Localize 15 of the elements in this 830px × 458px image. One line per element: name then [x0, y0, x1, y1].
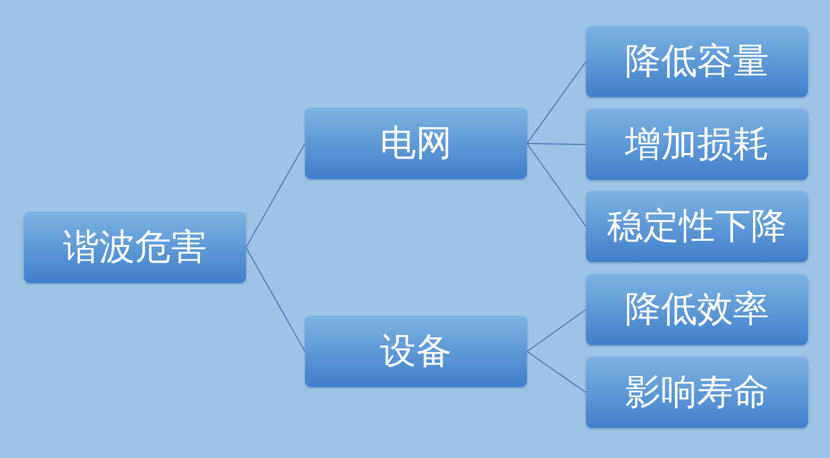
connector-line [526, 61, 586, 144]
topic-box: 谐波危害 [24, 212, 246, 283]
topic-box: 设备 [305, 316, 527, 387]
connector-line [246, 247, 306, 352]
connector-line [526, 143, 586, 145]
connector-line [246, 143, 306, 248]
topic-box: 稳定性下降 [586, 191, 808, 262]
topic-box: 电网 [305, 108, 527, 179]
topic-box: 增加损耗 [586, 109, 808, 180]
topic-box: 降低容量 [586, 26, 808, 97]
topic-box: 影响寿命 [586, 357, 808, 428]
connector-line [526, 143, 586, 227]
topic-box: 降低效率 [586, 274, 808, 345]
connector-line [526, 351, 586, 393]
connector-line [526, 309, 586, 352]
